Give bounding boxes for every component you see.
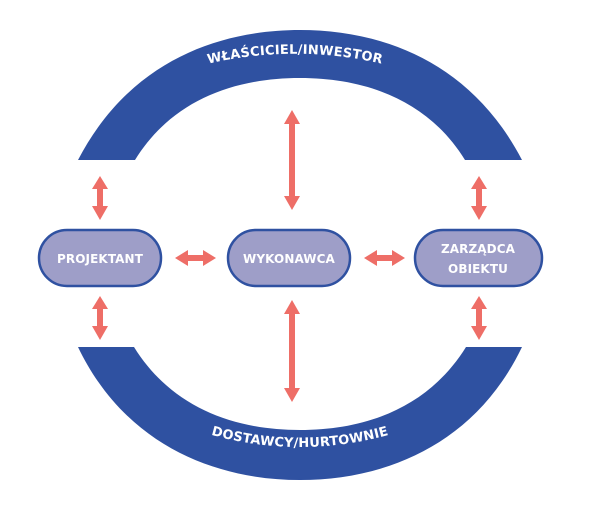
wykonawca-node <box>226 228 352 288</box>
arrows-group <box>92 110 487 402</box>
arrow-zarzadca-suppliers <box>471 296 487 340</box>
arrow-owner-zarzadca <box>471 176 487 220</box>
projektant-node <box>37 228 163 288</box>
arrow-projektant-wykonawca <box>175 250 216 266</box>
arrow-wykonawca-suppliers <box>284 300 300 402</box>
zarzadca-label-line1: ZARZĄDCA <box>441 242 516 256</box>
suppliers-wholesalers-arc <box>78 347 522 480</box>
arrow-owner-wykonawca <box>284 110 300 210</box>
zarzadca-node <box>413 228 544 288</box>
arrow-projektant-suppliers <box>92 296 108 340</box>
projektant-label: PROJEKTANT <box>57 252 144 266</box>
arrow-owner-projektant <box>92 176 108 220</box>
wykonawca-label: WYKONAWCA <box>243 252 336 266</box>
arrow-wykonawca-zarzadca <box>364 250 405 266</box>
owner-investor-arc <box>78 30 522 160</box>
zarzadca-label-line2: OBIEKTU <box>448 262 508 276</box>
